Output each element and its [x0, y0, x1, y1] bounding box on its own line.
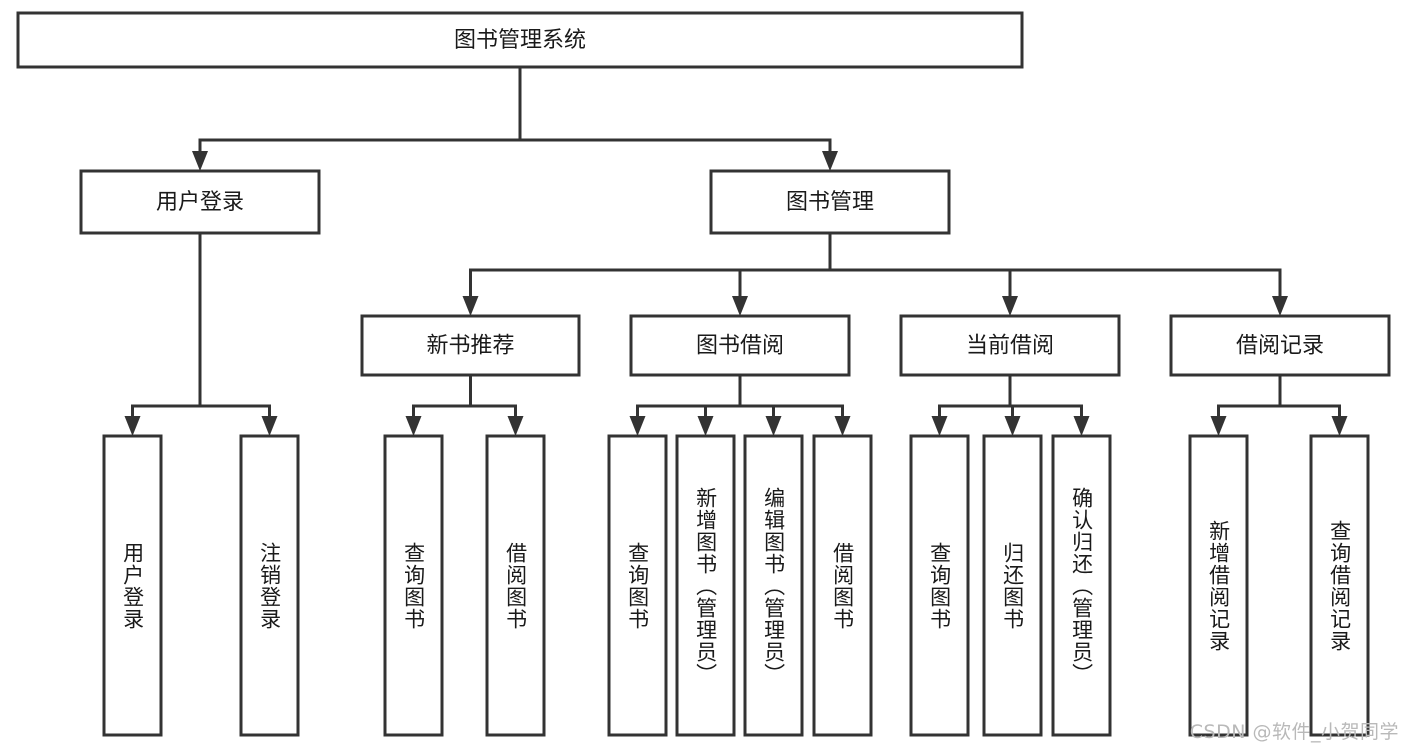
- node-leaf-1[interactable]: [102, 434, 163, 737]
- arrow-head-icon: [261, 416, 278, 436]
- node-leaf-label-7: 编辑图书（管理员）: [761, 486, 786, 685]
- node-leaf-4[interactable]: [485, 434, 546, 737]
- node-leaf-label-wrap-4: 借阅图书: [487, 436, 544, 735]
- node-level3-3[interactable]: [899, 314, 1121, 377]
- node-leaf-label-wrap-8: 借阅图书: [814, 436, 871, 735]
- arrow-head-icon: [124, 416, 141, 436]
- node-root[interactable]: [16, 11, 1024, 69]
- node-level3-label-3: 当前借阅: [966, 334, 1054, 359]
- node-level2-2[interactable]: [709, 169, 951, 235]
- arrow-head-icon: [822, 151, 838, 171]
- arrow-head-icon: [1210, 416, 1227, 436]
- node-leaf-label-wrap-9: 查询图书: [911, 436, 968, 735]
- node-leaf-label-4: 借阅图书: [503, 541, 528, 630]
- node-leaf-label-wrap-13: 查询借阅记录: [1311, 436, 1368, 735]
- node-leaf-label-wrap-1: 用户登录: [104, 436, 161, 735]
- node-root-label: 图书管理系统: [454, 28, 586, 53]
- node-leaf-label-10: 归还图书: [1000, 541, 1025, 630]
- node-leaf-label-12: 新增借阅记录: [1206, 519, 1231, 652]
- watermark-text: CSDN @软件_小贺同学: [1189, 721, 1399, 743]
- node-level3-2[interactable]: [629, 314, 851, 377]
- node-leaf-label-13: 查询借阅记录: [1327, 519, 1352, 652]
- arrow-head-icon: [405, 416, 422, 436]
- arrow-head-icon: [834, 416, 851, 436]
- node-leaf-11[interactable]: [1051, 434, 1112, 737]
- node-leaf-label-1: 用户登录: [120, 541, 145, 630]
- arrow-head-icon: [629, 416, 646, 436]
- node-boxes: [16, 11, 1391, 737]
- node-leaf-8[interactable]: [812, 434, 873, 737]
- arrow-head-icon: [462, 296, 479, 316]
- node-level3-label-4: 借阅记录: [1236, 334, 1324, 359]
- node-leaf-5[interactable]: [607, 434, 668, 737]
- node-leaf-label-wrap-5: 查询图书: [609, 436, 666, 735]
- node-leaf-9[interactable]: [909, 434, 970, 737]
- node-leaf-label-3: 查询图书: [401, 541, 426, 630]
- node-leaf-13[interactable]: [1309, 434, 1370, 737]
- arrow-head-icon: [1272, 296, 1288, 316]
- node-leaf-label-9: 查询图书: [927, 541, 952, 630]
- node-leaf-2[interactable]: [239, 434, 300, 737]
- arrow-head-icon: [732, 296, 748, 316]
- node-leaf-label-8: 借阅图书: [830, 541, 855, 630]
- arrow-head-icon: [1331, 416, 1348, 436]
- node-level3-label-1: 新书推荐: [426, 334, 514, 359]
- arrow-head-icon: [1004, 416, 1021, 436]
- arrow-head-icon: [507, 416, 524, 436]
- node-leaf-12[interactable]: [1188, 434, 1249, 737]
- node-leaf-label-6: 新增图书（管理员）: [693, 486, 718, 685]
- connector-lines: [124, 65, 1348, 436]
- arrow-head-icon: [931, 416, 948, 436]
- node-leaf-label-wrap-2: 注销登录: [241, 436, 298, 735]
- node-leaf-3[interactable]: [383, 434, 444, 737]
- node-leaf-label-wrap-7: 编辑图书（管理员）: [745, 436, 802, 735]
- node-level2-1[interactable]: [79, 169, 321, 235]
- node-leaf-7[interactable]: [743, 434, 804, 737]
- node-leaf-label-wrap-6: 新增图书（管理员）: [677, 436, 734, 735]
- node-level2-label-1: 用户登录: [156, 190, 244, 215]
- node-leaf-label-2: 注销登录: [257, 541, 282, 630]
- arrow-head-icon: [697, 416, 714, 436]
- arrow-head-icon: [1073, 416, 1090, 436]
- node-leaf-label-wrap-3: 查询图书: [385, 436, 442, 735]
- node-leaf-label-5: 查询图书: [625, 541, 650, 630]
- node-leaf-label-wrap-11: 确认归还（管理员）: [1053, 436, 1110, 735]
- node-leaf-label-11: 确认归还（管理员）: [1069, 486, 1094, 685]
- arrow-head-icon: [765, 416, 782, 436]
- node-leaf-10[interactable]: [982, 434, 1043, 737]
- node-level2-label-2: 图书管理: [786, 190, 874, 215]
- node-level3-1[interactable]: [360, 314, 581, 377]
- node-leaf-6[interactable]: [675, 434, 736, 737]
- node-level3-label-2: 图书借阅: [696, 334, 784, 359]
- arrow-head-icon: [1002, 296, 1018, 316]
- node-leaf-label-wrap-10: 归还图书: [984, 436, 1041, 735]
- node-level3-4[interactable]: [1169, 314, 1391, 377]
- node-leaf-label-wrap-12: 新增借阅记录: [1190, 436, 1247, 735]
- arrow-head-icon: [192, 151, 208, 171]
